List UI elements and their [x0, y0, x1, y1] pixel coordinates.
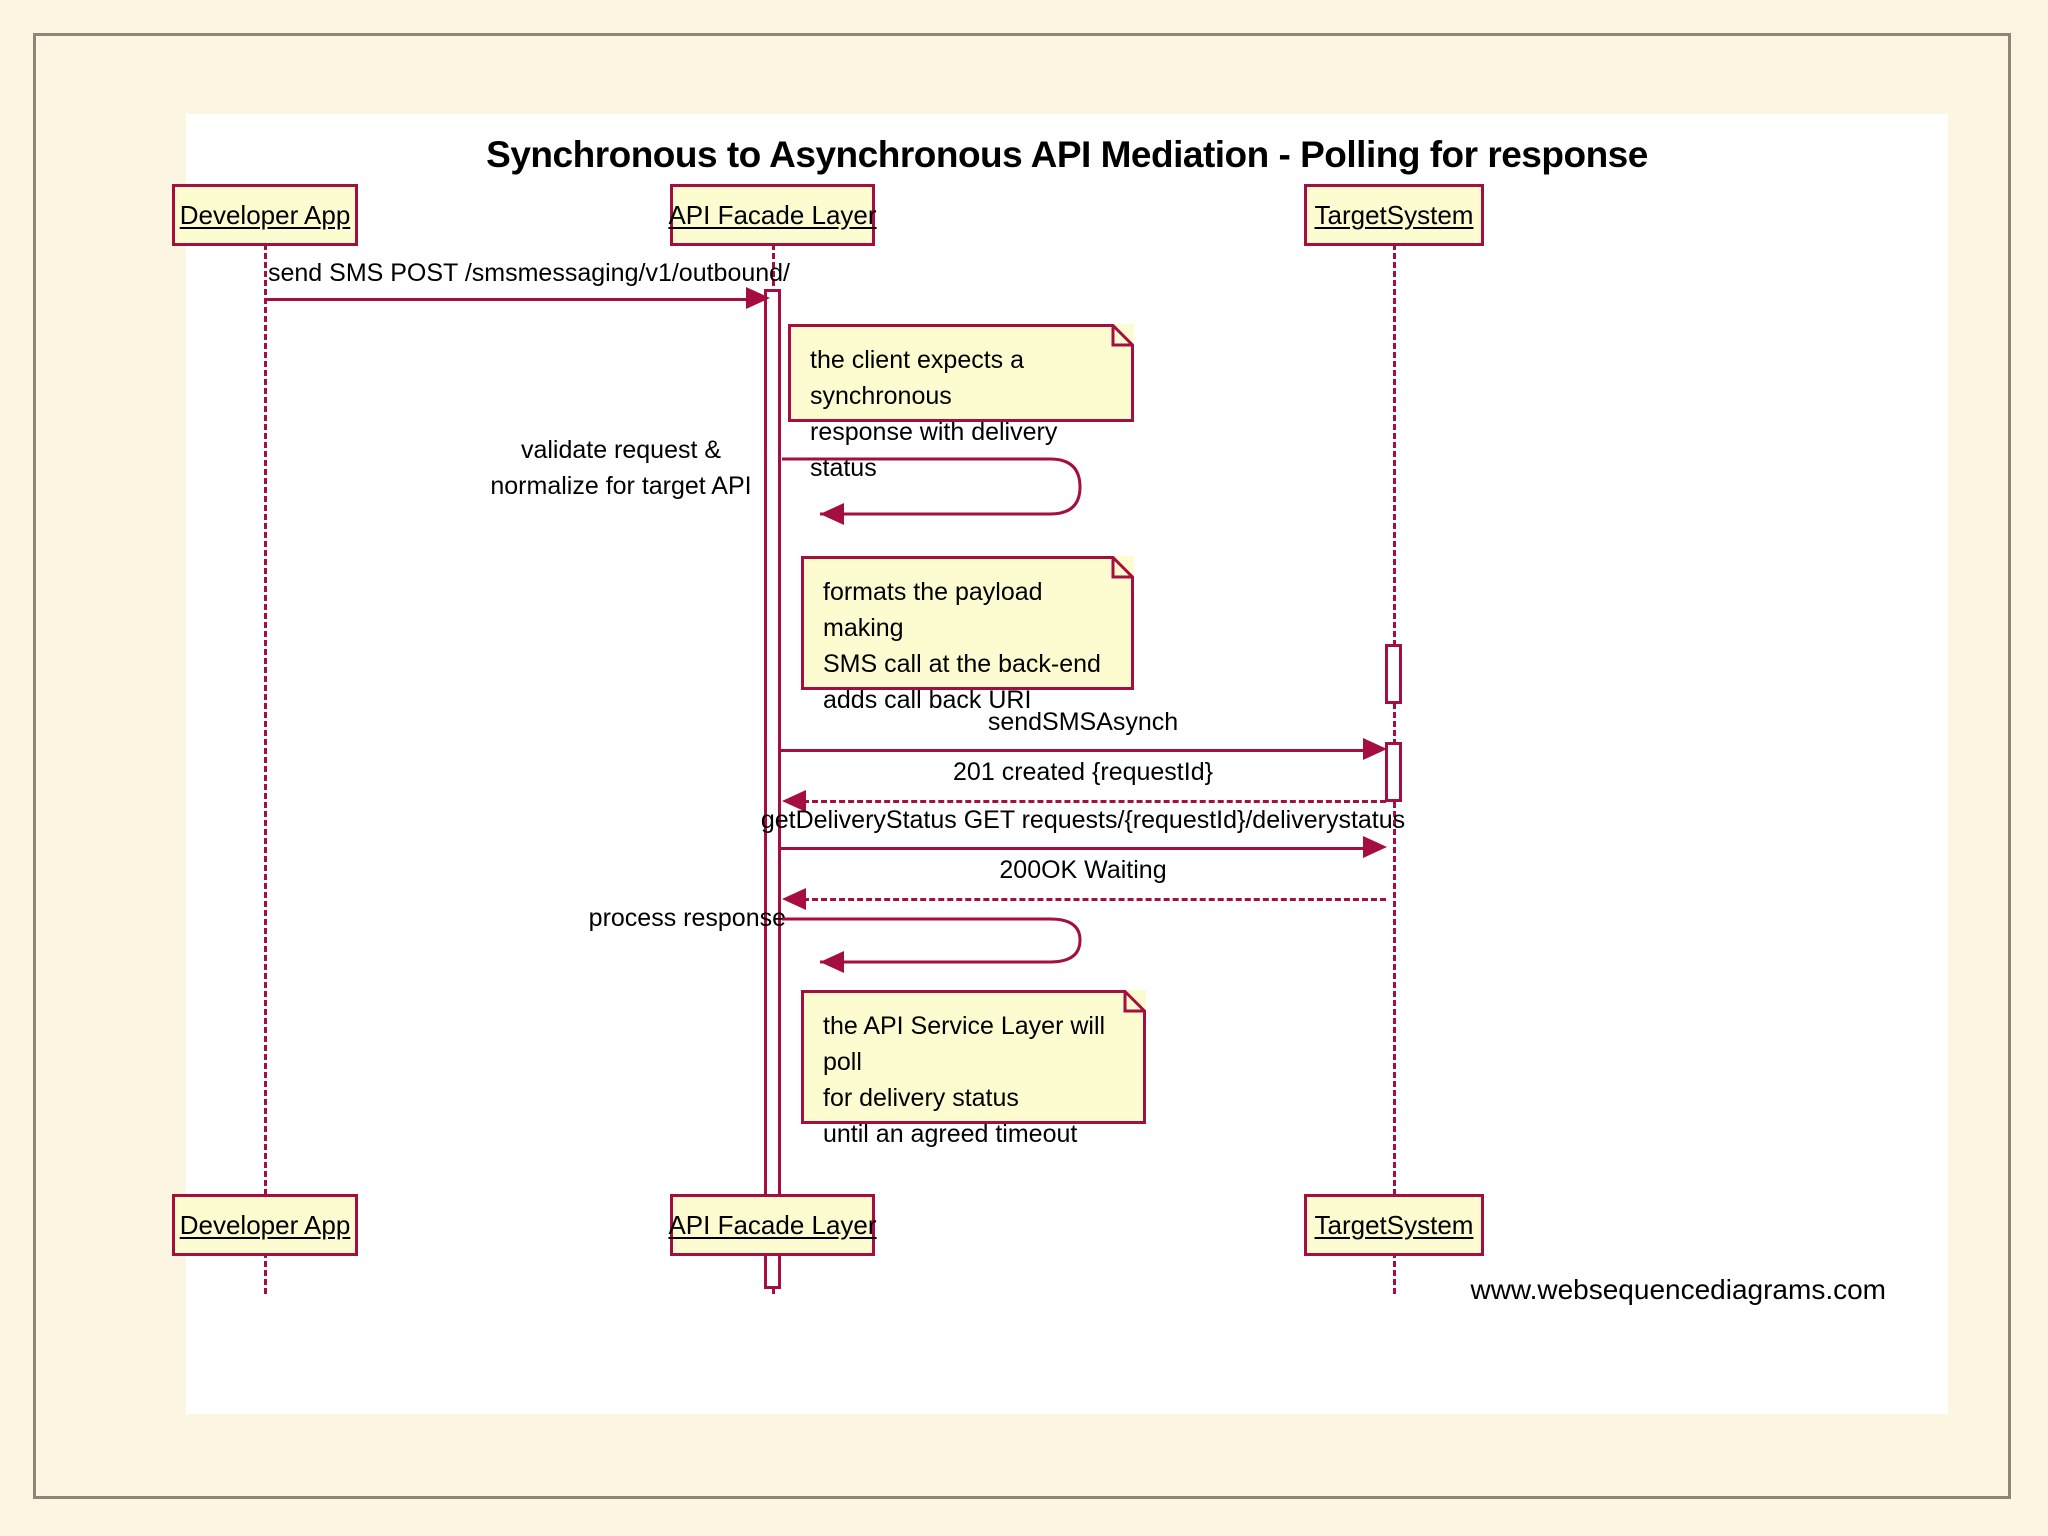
- activation-api-facade-layer: [764, 289, 781, 1289]
- participant-label-developer-app-bottom: Developer App: [179, 1209, 351, 1240]
- message-label-m4: 201 created {requestId}: [953, 758, 1213, 786]
- note-1: the client expects a synchronous respons…: [788, 324, 1134, 482]
- participant-box-api-facade-layer-top[interactable]: API Facade Layer: [668, 184, 877, 246]
- self-message-loop-m7: [780, 914, 1110, 994]
- self-loop-m2-shape: [782, 457, 1082, 525]
- lifeline-developer-app: [264, 244, 267, 1294]
- diagram-frame: Synchronous to Asynchronous API Mediatio…: [33, 33, 2011, 1499]
- participant-label-target-system-bottom: TargetSystem: [1314, 1209, 1474, 1240]
- message-arrowhead-m1: [746, 287, 770, 309]
- message-arrowhead-m4: [782, 790, 806, 812]
- participant-label-api-facade-layer-top: API Facade Layer: [668, 199, 877, 230]
- message-arrowhead-m6: [782, 888, 806, 910]
- participant-box-target-system-bottom[interactable]: TargetSystem: [1304, 1194, 1484, 1256]
- message-line-m3: [781, 749, 1366, 752]
- message-line-m1: [265, 298, 765, 301]
- note-3: the API Service Layer will poll for deli…: [801, 990, 1146, 1148]
- note-2-shape: [801, 556, 1134, 690]
- self-message-loop-m2: [780, 454, 1110, 544]
- message-line-m6: [803, 898, 1386, 901]
- activation-target-system-2: [1385, 742, 1402, 802]
- participant-box-api-facade-layer-bottom[interactable]: API Facade Layer: [668, 1194, 877, 1256]
- note-2-text: formats the payload making SMS call at t…: [823, 578, 1101, 714]
- message-label-m2-line2: normalize for target API: [490, 472, 752, 500]
- participant-box-developer-app-bottom[interactable]: Developer App: [172, 1194, 358, 1256]
- message-arrowhead-m5: [1363, 836, 1387, 858]
- message-arrowhead-m3: [1363, 738, 1387, 760]
- note-3-shape: [801, 990, 1146, 1124]
- message-label-m7: process response: [588, 904, 786, 932]
- participant-label-api-facade-layer-bottom: API Facade Layer: [668, 1209, 877, 1240]
- self-loop-m7-shape: [782, 917, 1082, 973]
- sequence-diagram: Synchronous to Asynchronous API Mediatio…: [172, 114, 1948, 1414]
- note-2: formats the payload making SMS call at t…: [801, 556, 1134, 714]
- note-1-text: the client expects a synchronous respons…: [810, 346, 1058, 482]
- message-label-m2-line1: validate request &: [520, 436, 722, 464]
- participant-label-developer-app-top: Developer App: [179, 199, 351, 230]
- participant-box-developer-app-top[interactable]: Developer App: [172, 184, 358, 246]
- participant-box-target-system-top[interactable]: TargetSystem: [1304, 184, 1484, 246]
- message-label-m5: getDeliveryStatus GET requests/{requestI…: [760, 806, 1406, 834]
- watermark-label: www.websequencediagrams.com: [1470, 1274, 1886, 1305]
- diagram-canvas: Synchronous to Asynchronous API Mediatio…: [172, 114, 1948, 1414]
- message-line-m5: [781, 847, 1366, 850]
- message-line-m4: [803, 800, 1386, 803]
- note-1-shape: [788, 324, 1134, 422]
- activation-target-system-1: [1385, 644, 1402, 704]
- participant-label-target-system-top: TargetSystem: [1314, 199, 1474, 230]
- note-3-text: the API Service Layer will poll for deli…: [823, 1012, 1106, 1148]
- message-label-m3: sendSMSAsynch: [987, 708, 1179, 736]
- diagram-title: Synchronous to Asynchronous API Mediatio…: [486, 134, 1648, 175]
- message-label-m1: send SMS POST /smsmessaging/v1/outbound/: [267, 259, 791, 287]
- message-label-m6: 200OK Waiting: [999, 856, 1167, 884]
